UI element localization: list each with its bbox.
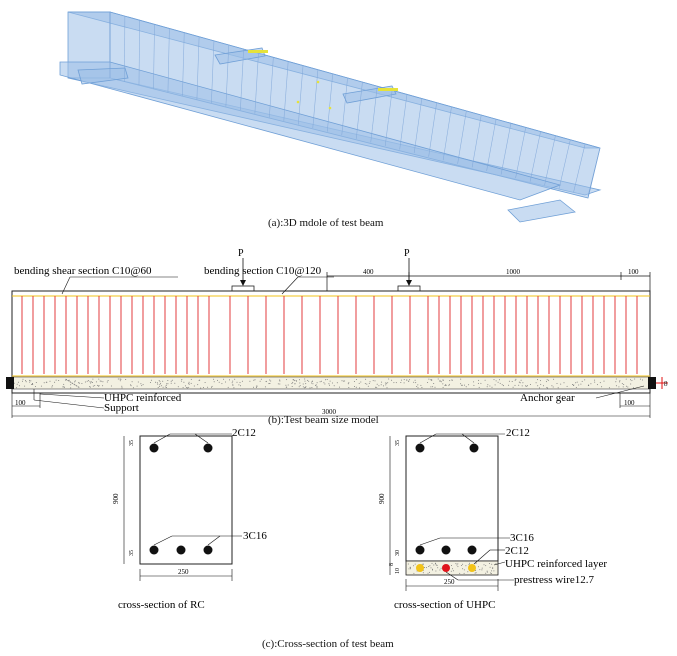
cross-sections: 2C12 3C16 900 35 35 250 cross-section of… [112,427,607,611]
uhpc-layer-label: UHPC reinforced layer [505,558,607,570]
uhpc-section-title: cross-section of UHPC [394,599,495,611]
uhpc-layer-dim: 8 [389,563,395,566]
uhpc-layer-dim2: 10 [395,568,401,574]
uhpc-cover-bottom: 30 [395,550,401,556]
rc-top-bar-1 [149,443,159,453]
rc-height-dim: 900 [112,493,120,504]
bending-section-label: bending section C10@120 [204,265,322,277]
right-support-block [507,199,576,223]
dim-3000: 3000 [322,408,337,416]
rc-section-title: cross-section of RC [118,599,205,611]
uhpc-height-dim: 900 [378,493,386,504]
dim-100-left: 100 [15,399,26,407]
rc-bottom-bar-2 [176,545,186,555]
beam-3d-model [59,11,602,223]
rc-top-bars-label: 2C12 [232,427,256,439]
anchor-right [648,377,656,389]
beam-bottom-prism [59,61,562,201]
load-p-right: P [404,248,410,259]
uhpc-bottom-bar-2 [441,545,451,555]
rc-bottom-bars-label: 3C16 [243,530,267,542]
prestress-wire-label: prestress wire12.7 [514,574,595,586]
beam-outline [11,290,651,394]
uhpc-bottom-bar-1 [415,545,425,555]
caption-a: (a):3D mdole of test beam [268,217,384,229]
left-support-block [77,67,129,85]
dim-1000: 1000 [506,268,521,276]
uhpc-reinforced-label: UHPC reinforced [104,392,182,404]
uhpc-top-bar-1 [415,443,425,453]
rc-width-dim: 250 [178,568,189,576]
uhpc-bottom-bar-3 [467,545,477,555]
support-label: Support [104,402,139,414]
dim-400: 400 [363,268,374,276]
uhpc-top-bars-label: 2C12 [506,427,530,439]
rc-bottom-bar-3 [203,545,213,555]
anchor-gear-label: Anchor gear [520,392,575,404]
dim-100-right: 100 [624,399,635,407]
uhpc-width-dim: 250 [444,578,455,586]
caption-b: (b):Test beam size model [268,414,379,426]
uhpc-cover-top: 35 [395,440,401,446]
uhpc-layer-bar-2 [468,564,476,572]
beam-size-model: 8 P P 400 1000 100 bending shear section… [6,248,668,418]
uhpc-section: 2C12 3C16 2C12 UHPC reinforced layer pre… [378,427,607,611]
uhpc-top-bar-2 [469,443,479,453]
prestress-wire [442,564,450,572]
shear-section-label: bending shear section C10@60 [14,265,152,277]
rc-top-bar-2 [203,443,213,453]
anchor-left [6,377,14,389]
rc-bottom-bar-1 [149,545,159,555]
caption-c: (c):Cross-section of test beam [262,638,394,650]
load-plate-2 [397,285,421,292]
dim-100-top: 100 [628,268,639,276]
uhpc-bottom-layer [405,560,499,576]
rc-cover-top: 35 [129,440,135,446]
load-p-left: P [238,248,244,259]
uhpc-layer-bar-1 [416,564,424,572]
uhpc-layer [11,376,651,390]
uhpc-bottom-bars-label: 3C16 [510,532,534,544]
dim-h: 8 [664,380,668,388]
load-markers [248,50,398,110]
rc-section: 2C12 3C16 900 35 35 250 cross-section of… [112,427,267,611]
rc-cover-bottom: 35 [129,550,135,556]
uhpc-layer-bars-label: 2C12 [505,545,529,557]
load-plate-1 [231,285,255,292]
